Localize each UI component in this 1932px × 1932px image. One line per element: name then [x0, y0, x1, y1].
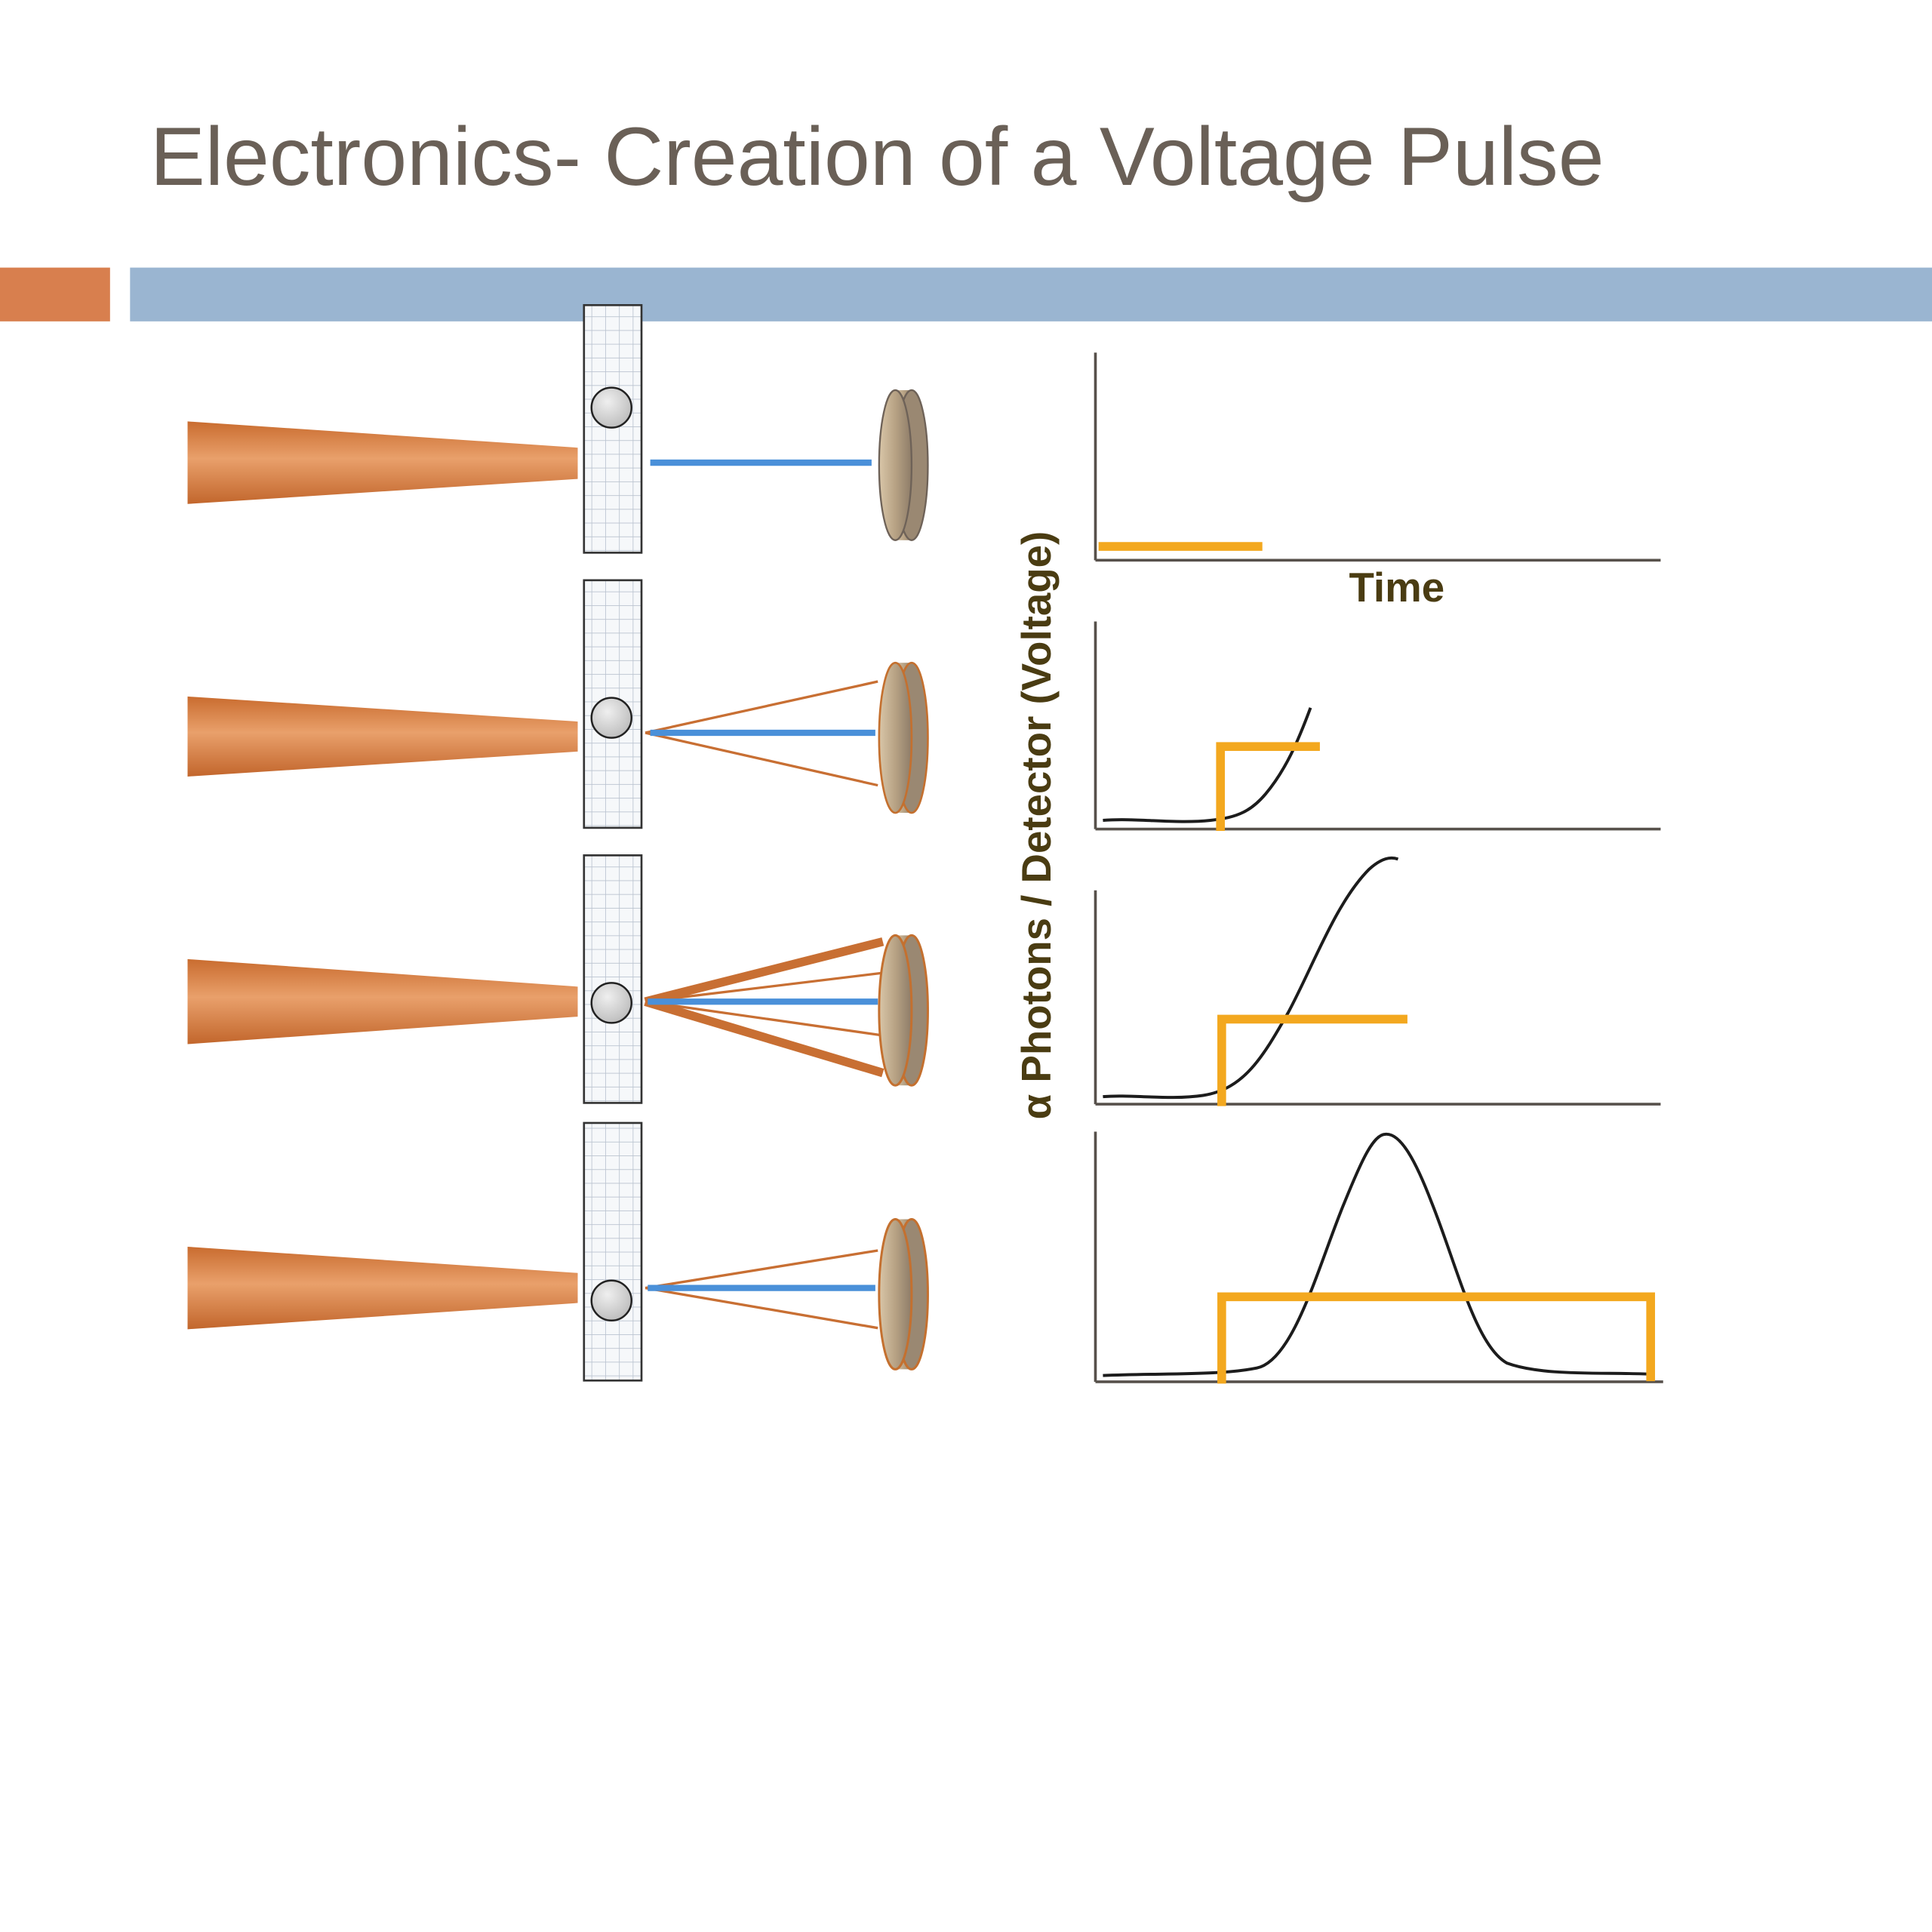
scattered-photon-line	[645, 971, 884, 1003]
disc-front-face	[878, 661, 913, 814]
scattered-photon-line	[645, 1287, 878, 1330]
header-blue-bar	[130, 267, 1932, 321]
detector-row-2	[187, 579, 929, 829]
gamma-beam-icon	[187, 421, 578, 504]
scattered-photon-line-thick	[644, 997, 884, 1078]
disc-front-face	[878, 389, 913, 541]
detector-row-4	[187, 1121, 929, 1382]
detector-disc-icon	[878, 1218, 929, 1371]
voltage-pulse-line	[1216, 742, 1320, 832]
graph-panel-4	[1094, 1131, 1663, 1384]
photon-count-curve	[1103, 707, 1312, 823]
scintillator-crystal-icon	[583, 303, 643, 554]
gamma-beam-icon	[187, 1246, 578, 1330]
graph-panel-3	[1094, 856, 1661, 1106]
scattered-photon-line-thick	[644, 937, 884, 1006]
scattered-photon-line	[645, 1249, 878, 1290]
interaction-site-icon	[590, 982, 633, 1024]
detector-disc-icon	[878, 661, 929, 814]
gamma-beam-icon	[187, 958, 578, 1044]
scintillator-crystal-icon	[583, 1121, 643, 1382]
disc-front-face	[878, 934, 913, 1087]
photon-count-curve	[1103, 1132, 1654, 1377]
time-axis-label: Time	[1349, 565, 1445, 611]
disc-front-face	[878, 1218, 913, 1371]
voltage-pulse-line	[1217, 1014, 1407, 1106]
detector-disc-icon	[878, 934, 929, 1087]
accent-orange-block	[0, 267, 110, 321]
scintillator-crystal-icon	[583, 854, 643, 1104]
photon-count-curve	[1103, 856, 1399, 1100]
scattered-photon-line	[645, 731, 878, 787]
slide-title: Electronics- Creation of a Voltage Pulse	[150, 111, 1604, 203]
scattered-photon-line	[645, 680, 878, 734]
graph-panel-1	[1094, 352, 1661, 562]
detector-row-1	[187, 303, 929, 554]
detector-disc-icon	[878, 389, 929, 541]
interaction-site-icon	[590, 386, 633, 429]
interaction-site-icon	[590, 697, 633, 739]
gamma-beam-icon	[187, 696, 578, 777]
interaction-site-icon	[590, 1279, 633, 1321]
graph-panel-2	[1094, 621, 1661, 832]
detector-row-3	[187, 854, 929, 1104]
scattered-photon-line	[645, 1000, 884, 1037]
voltage-pulse-line	[1217, 1292, 1655, 1384]
y-axis-label: α Photons / Detector (Voltage)	[1014, 531, 1060, 1120]
